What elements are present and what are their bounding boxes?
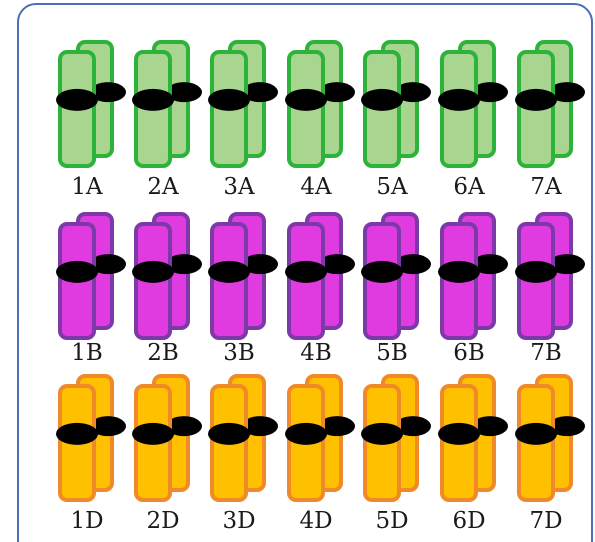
chromosome-label: 1A — [71, 174, 103, 200]
centromere-front — [56, 261, 98, 283]
centromere-front — [285, 89, 327, 111]
centromere-front — [361, 261, 403, 283]
centromere-front — [438, 423, 480, 445]
chromosome-label: 6A — [453, 174, 485, 200]
chromosome-label: 3B — [223, 340, 255, 366]
centromere-front — [361, 423, 403, 445]
chromosome-label: 6B — [453, 340, 485, 366]
chromosome-label: 1D — [70, 508, 103, 534]
centromere-front — [132, 261, 174, 283]
chromosome-label: 5A — [376, 174, 408, 200]
chromosome-label: 4B — [300, 340, 332, 366]
chromosome-label: 7B — [530, 340, 562, 366]
centromere-front — [132, 423, 174, 445]
chromosome-label: 2A — [147, 174, 179, 200]
chromosome-label: 7A — [530, 174, 562, 200]
centromere-front — [208, 89, 250, 111]
chromosome-label: 4D — [299, 508, 332, 534]
centromere-front — [438, 261, 480, 283]
centromere-front — [285, 423, 327, 445]
chromosome-label: 3D — [222, 508, 255, 534]
chromosome-label: 2B — [147, 340, 179, 366]
chromosome-label: 3A — [223, 174, 255, 200]
centromere-front — [438, 89, 480, 111]
chromosome-label: 2D — [146, 508, 179, 534]
centromere-front — [208, 423, 250, 445]
centromere-front — [515, 89, 557, 111]
centromere-front — [132, 89, 174, 111]
centromere-front — [515, 261, 557, 283]
chromosome-label: 5B — [376, 340, 408, 366]
centromere-front — [361, 89, 403, 111]
centromere-front — [208, 261, 250, 283]
chromosome-label: 6D — [452, 508, 485, 534]
chromosome-label: 7D — [529, 508, 562, 534]
chromosome-label: 4A — [300, 174, 332, 200]
centromere-front — [285, 261, 327, 283]
centromere-front — [56, 89, 98, 111]
centromere-front — [515, 423, 557, 445]
chromosome-label: 1B — [71, 340, 103, 366]
centromere-front — [56, 423, 98, 445]
chromosome-label: 5D — [375, 508, 408, 534]
